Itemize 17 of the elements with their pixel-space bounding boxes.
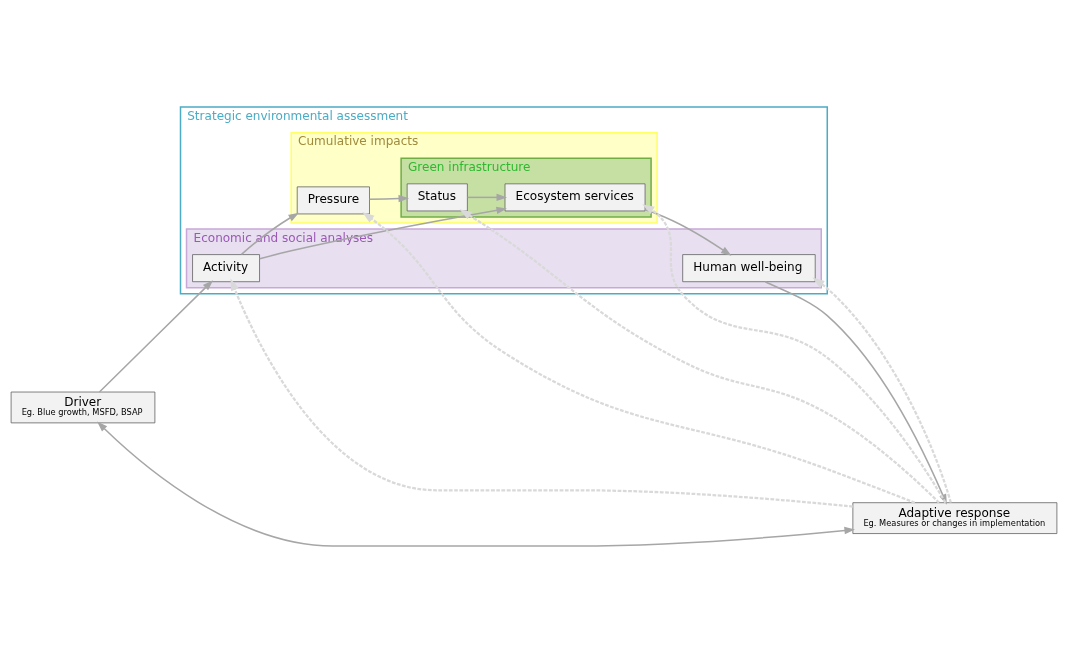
node-box: Activity [192, 253, 260, 282]
node-box: Human well-being [682, 253, 816, 282]
node-box: Adaptive response Eg. Measures or changes in implementation [852, 501, 1058, 534]
arrow [362, 211, 916, 504]
arrow [644, 208, 732, 256]
arrow [230, 278, 853, 508]
node-box: Driver Eg. Blue growth, MSFD, BSAP [10, 391, 156, 423]
node-box: Status [406, 182, 468, 211]
arrow [259, 206, 507, 260]
node-box: Pressure [296, 185, 370, 214]
arrow [240, 212, 299, 255]
arrow [97, 420, 855, 547]
arrow [98, 279, 214, 393]
node-box: Ecosystem services [504, 182, 646, 211]
arrow [466, 193, 508, 201]
arrow [368, 194, 410, 202]
arrow [459, 208, 940, 503]
